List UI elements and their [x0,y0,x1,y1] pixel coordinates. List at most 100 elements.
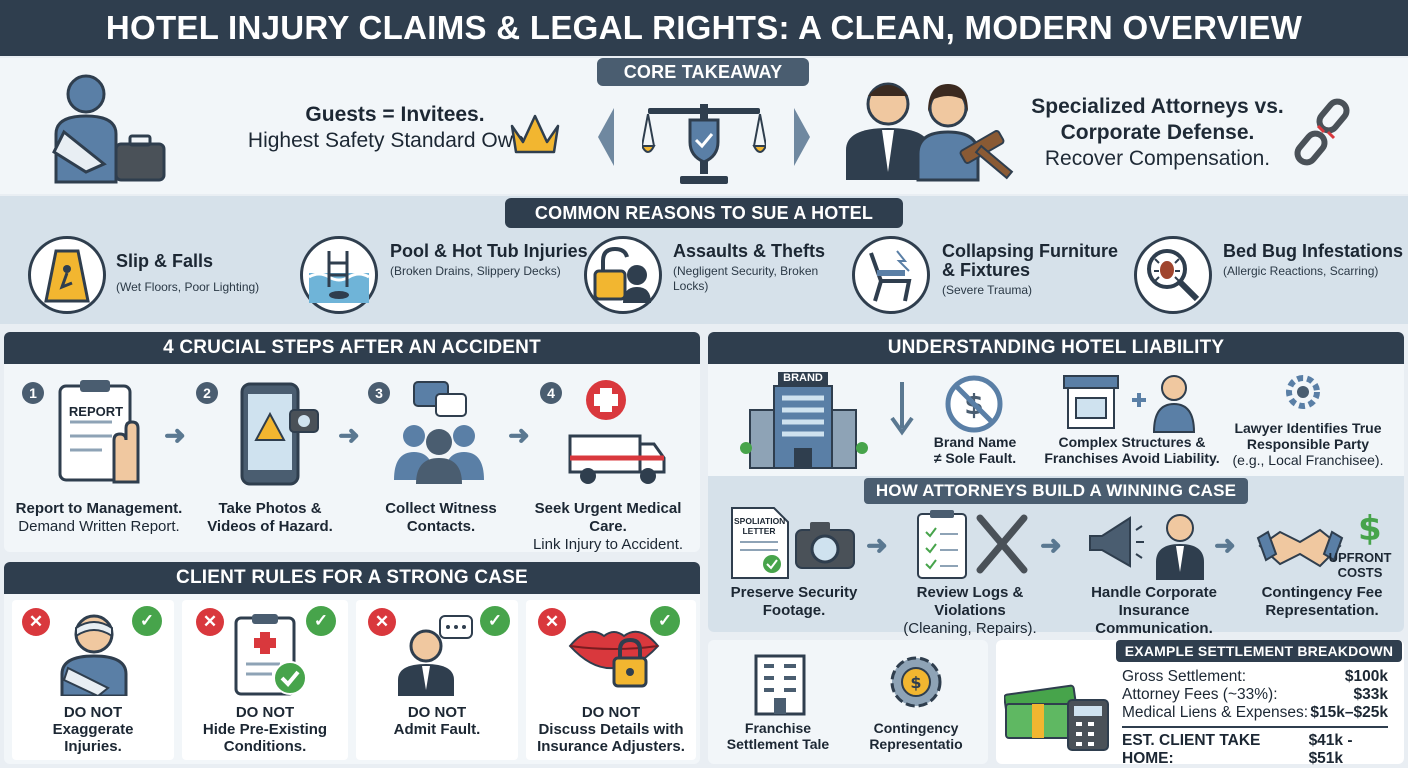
step-caption-2: Take Photos & Videos of Hazard. [190,500,350,536]
spoliation-letter-icon [731,507,789,579]
rules-header: CLIENT RULES FOR A STRONG CASE [4,562,700,594]
reason-item-bed-bugs [1134,236,1212,314]
arrow-down-icon [890,382,914,436]
reason-text-0: Slip & Falls (Wet Floors, Poor Lighting) [116,252,296,295]
core-takeaway-label: CORE TAKEAWAY [597,58,809,86]
attorney-line: Review Logs & Violations [916,584,1024,619]
bottom-caption-1: Franchise Settlement Tale [718,720,838,752]
settlement-row-label: Medical Liens & Expenses: [1122,704,1309,721]
liability-line: Franchises Avoid Liability. [1044,450,1220,466]
rule-line: Discuss Details with [538,721,684,738]
step-caption-regular: Demand Written Report. [18,518,180,535]
core-left-regular: Highest Safety Standard Owed. [247,129,543,152]
rule-line: Insurance Adjusters. [537,738,685,755]
attorney-caption-4: Contingency Fee Representation. [1256,584,1388,620]
step-caption-4: Seek Urgent Medical Care. Link Injury to… [518,500,698,554]
step-number: 4 [540,382,562,404]
reason-title: Pool & Hot Tub Injuries [390,241,588,261]
core-right-bold-2: Corporate Defense. [1060,121,1255,144]
settlement-total-value: $41k - $51k [1308,732,1353,767]
attorney-line: Communication. [1095,620,1213,637]
liability-line: Lawyer Identifies True [1234,420,1382,436]
reason-title: Slip & Falls [116,251,214,271]
arrow-right-icon: ➜ [1214,530,1236,560]
liability-caption-1: Brand Name ≠ Sole Fault. [916,434,1034,466]
money-calculator-icon [1004,684,1109,751]
x-icon: ✕ [22,608,50,636]
reason-sub: (Allergic Reactions, Scarring) [1223,264,1379,278]
liability-line: ≠ Sole Fault. [933,450,1017,466]
report-clipboard-icon [58,380,140,484]
settlement-row: Gross Settlement: $100k [1122,668,1388,686]
ambulance-icon [568,380,666,484]
megaphone-attorney-icon [1089,514,1204,580]
bed-bug-icon [1134,236,1212,314]
settlement-header: EXAMPLE SETTLEMENT BREAKDOWN [1116,640,1402,662]
bandaged-person-icon [60,614,128,696]
check-icon: ✓ [650,606,680,636]
spoliation-letter-text: SPOLIATION LETTER [734,516,786,536]
liability-line: Responsible Party [1246,436,1370,452]
settlement-row-value: $33k [1353,686,1388,703]
step-caption-3: Collect Witness Contacts. [366,500,516,536]
attorney-line: Representation. [1265,602,1379,619]
settlement-total-label: EST. CLIENT TAKE HOME: [1122,732,1261,767]
rule-caption-4: DO NOT Discuss Details with Insurance Ad… [526,704,696,755]
rule-line: DO NOT [235,704,295,721]
rule-line: Injuries. [64,738,122,755]
liability-line: Complex Structures & [1058,434,1206,450]
reason-item-assaults [584,236,662,314]
settlement-divider: EST. CLIENT TAKE HOME: $41k - $51k [1122,726,1388,768]
step-caption-bold: Collect Witness [385,500,497,517]
bottom-line: Representatio [869,736,963,752]
logs-tools-icon [917,510,1028,579]
reason-sub: (Negligent Security, Broken Locks) [673,264,819,293]
franchise-store-person-icon [1063,375,1196,433]
bottom-line: Franchise [744,720,812,736]
settlement-row: Medical Liens & Expenses: $15k–$25k [1122,704,1388,722]
liability-caption-2: Complex Structures & Franchises Avoid Li… [1042,434,1222,466]
gears-network-icon [1286,375,1320,409]
reason-item-slip-falls [28,236,106,314]
reason-text-4: Bed Bug Infestations (Allergic Reactions… [1223,242,1403,279]
step-caption-bold: Seek Urgent Medical Care. [534,500,682,535]
pool-ladder-icon [300,236,378,314]
step-caption-bold: Report to Management. [15,500,183,517]
x-icon: ✕ [538,608,566,636]
settlement-row-value: $15k–$25k [1310,704,1388,721]
step-number: 2 [196,382,218,404]
step-caption-regular: Link Injury to Accident. [532,536,684,553]
svg-text:$: $ [1358,509,1382,549]
core-right-bold-1: Specialized Attorneys vs. [1031,95,1284,118]
reason-title: Collapsing Furniture & Fixtures [942,241,1119,280]
settlement-row: Attorney Fees (~33%): $33k [1122,686,1388,704]
attorney-line: Contingency Fee [1261,584,1383,601]
bottom-line: Contingency [873,720,959,736]
attorneys-icon [846,82,1014,182]
reason-sub: (Severe Trauma) [942,283,1033,297]
check-icon: ✓ [306,606,336,636]
attorney-line: Handle Corporate Insurance [1091,584,1217,619]
core-left-bold: Guests = Invitees. [305,103,485,126]
step-number: 1 [22,382,44,404]
step-caption-bold: Take Photos & [218,500,322,517]
reason-sub: (Wet Floors, Poor Lighting) [116,280,260,294]
upfront-costs-text: UPFRONT COSTS [1328,550,1392,580]
step-caption-regular: Contacts. [406,518,476,535]
step-number: 3 [368,382,390,404]
attorney-line: (Cleaning, Repairs). [903,620,1037,637]
arrow-right-icon: ➜ [1040,530,1062,560]
settlement-row-label: Gross Settlement: [1122,668,1247,685]
camera-icon [795,522,855,569]
wet-floor-sign-icon [28,236,106,314]
liability-line: Brand Name [933,434,1017,450]
arrow-right-icon: ➜ [866,530,888,560]
reason-text-3: Collapsing Furniture & Fixtures (Severe … [942,242,1122,298]
rule-caption-1: DO NOT Exaggerate Injuries. [12,704,174,755]
chevron-left-icon [598,108,614,166]
core-right-regular: Recover Compensation. [1044,147,1271,170]
rule-line: DO NOT [581,704,641,721]
broken-chair-icon [852,236,930,314]
locked-lips-icon [568,630,660,688]
svg-text:$: $ [910,673,921,692]
